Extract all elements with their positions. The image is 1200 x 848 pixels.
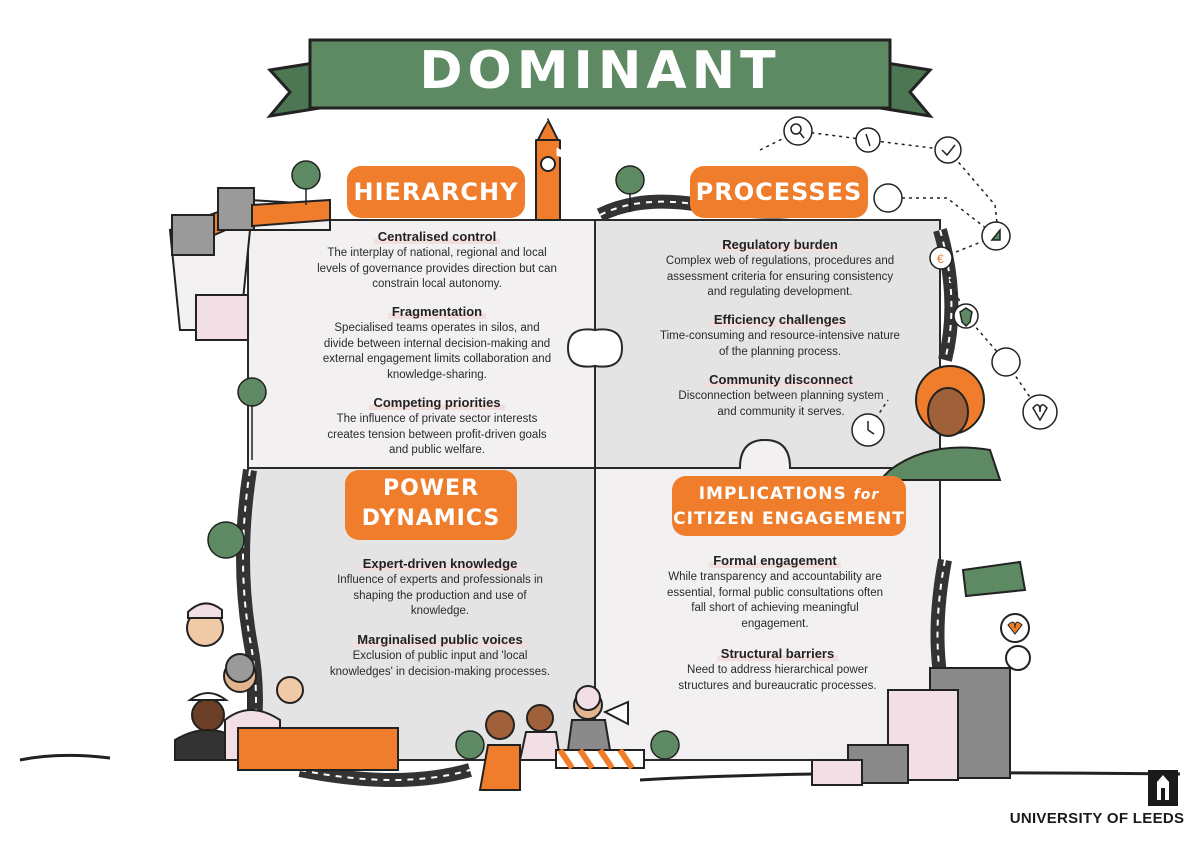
town-illustration: [168, 187, 331, 341]
section-body: Need to address hierarchical power struc…: [678, 664, 877, 692]
section-title: Formal engagement: [709, 553, 841, 568]
megaphone-icon: [602, 700, 629, 726]
heading-impl-line1b: for: [853, 487, 880, 503]
scales-icon: [873, 183, 903, 213]
section-title: Structural barriers: [716, 646, 839, 661]
university-logo-text: UNIVERSITY OF LEEDS: [1009, 810, 1185, 827]
section-body: The influence of private sector interest…: [327, 413, 547, 456]
heading-power-dynamics: POWER DYNAMICS: [345, 470, 517, 540]
heading-implications: IMPLICATIONS for CITIZEN ENGAGEMENT: [672, 476, 906, 536]
heading-hierarchy: HIERARCHY: [347, 166, 525, 218]
heading-impl-line1a: IMPLICATIONS: [698, 484, 847, 504]
section-title: Centralised control: [373, 229, 501, 244]
processes-efficiency-challenges: Efficiency challenges Time-consuming and…: [660, 311, 900, 360]
section-body: Exclusion of public input and 'local kno…: [329, 650, 551, 678]
section-body: Disconnection between planning system an…: [678, 390, 884, 418]
checkmark-icon: [934, 136, 962, 164]
heading-impl-line2: CITIZEN ENGAGEMENT: [673, 509, 905, 529]
euro-icon: [929, 246, 953, 270]
hierarchy-centralised-control: Centralised control The interplay of nat…: [312, 228, 562, 293]
power-expert-driven-knowledge: Expert-driven knowledge Influence of exp…: [330, 555, 550, 620]
svg-text:€: €: [937, 252, 944, 266]
section-title: Expert-driven knowledge: [358, 556, 522, 571]
heading-power-line1: POWER: [382, 476, 480, 501]
power-marginalised-public-voices: Marginalised public voices Exclusion of …: [325, 631, 555, 680]
implications-formal-engagement: Formal engagement While transparency and…: [665, 552, 885, 632]
puzzle-board: [247, 219, 941, 761]
title-banner: [266, 38, 934, 119]
implications-structural-barriers: Structural barriers Need to address hier…: [670, 645, 885, 694]
hierarchy-fragmentation: Fragmentation Specialised teams operates…: [322, 303, 552, 383]
hierarchy-competing-priorities: Competing priorities The influence of pr…: [322, 394, 552, 459]
section-body: The interplay of national, regional and …: [317, 247, 557, 290]
buildings-right: [811, 560, 1031, 786]
section-title: Community disconnect: [705, 372, 857, 387]
section-title: Competing priorities: [369, 395, 505, 410]
person-icon: [991, 347, 1021, 377]
section-body: Time-consuming and resource-intensive na…: [660, 330, 900, 358]
magnifier-icon: [783, 116, 813, 146]
processes-regulatory-burden: Regulatory burden Complex web of regulat…: [660, 236, 900, 301]
section-body: Influence of experts and professionals i…: [337, 574, 543, 617]
section-title: Fragmentation: [387, 304, 487, 319]
section-title: Marginalised public voices: [353, 632, 527, 647]
big-ben-icon: [535, 117, 561, 221]
crowd-left: [174, 602, 399, 771]
section-title: Efficiency challenges: [709, 312, 851, 327]
woman-figure: [877, 365, 1002, 481]
section-title: Regulatory burden: [718, 237, 842, 252]
processes-community-disconnect: Community disconnect Disconnection betwe…: [676, 371, 886, 420]
section-body: Complex web of regulations, procedures a…: [665, 255, 895, 298]
section-body: Specialised teams operates in silos, and…: [322, 322, 552, 381]
crowd-center: [478, 685, 645, 791]
page-title: DOMINANT SYSTEM: [419, 41, 781, 171]
puzzle-piece-top-left: [247, 219, 596, 469]
icon-glyphs: €: [790, 123, 1048, 435]
university-logo-icon: [1148, 770, 1178, 806]
section-body: While transparency and accountability ar…: [666, 571, 884, 630]
heading-power-line2: DYNAMICS: [361, 506, 501, 531]
tree-icon: [207, 160, 680, 760]
heading-processes: PROCESSES: [690, 166, 868, 218]
